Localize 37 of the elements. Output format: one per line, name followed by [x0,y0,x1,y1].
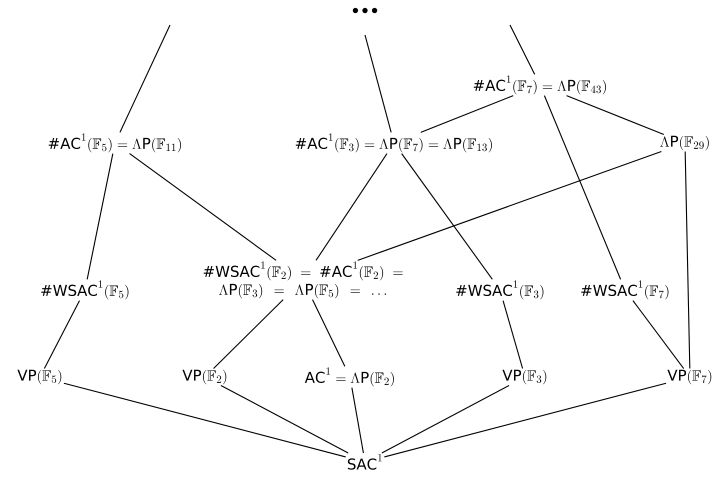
line [358,150,662,261]
line [510,24,536,75]
formula-label: $\#\mathsf{WSAC}^1(\mathbb{F}_3)$ [456,280,544,300]
line [502,300,524,369]
line [312,299,346,367]
line [316,153,388,261]
line [64,382,346,458]
formula-label: $\#\mathsf{AC}^1(\mathbb{F}_3) = \Lambda\mathsf{P}(\mathbb{F}_7) = \Lambda\mathsf{P}(\mathbb{F}_{13})$ [296,133,492,152]
line [119,24,170,133]
formula-label: $\mathsf{SAC}^1$ [348,454,382,470]
line [544,95,622,280]
formula-label: $\mathsf{AC}^1 = \Lambda\mathsf{P}(\mathbb{F}_2)$ [304,367,394,386]
formula-label: $\#\mathsf{AC}^1(\mathbb{F}_5) = \Lambda\mathsf{P}(\mathbb{F}_{11})$ [48,133,181,152]
line [44,300,80,369]
line [401,153,493,280]
line [384,382,666,458]
line [684,151,690,369]
formula-label: $\Lambda\mathsf{P}(\mathbb{F}_{29})$ [660,136,709,150]
line [129,153,276,261]
formula-label: $\#\mathsf{WSAC}^1(\mathbb{F}_5)$ [41,280,128,300]
line [364,34,392,132]
ellipsis: ••• [352,8,378,14]
line [420,95,514,133]
line [213,299,284,369]
line [220,384,348,454]
line [351,388,364,454]
line [566,95,664,136]
formula-label: $\mathsf{VP}(\mathbb{F}_5)$ [17,370,62,384]
formula-label: $\mathsf{VP}(\mathbb{F}_3)$ [502,370,546,384]
formula-label: $\#\mathsf{AC}^1(\mathbb{F}_7) = \Lambda\mathsf{P}(\mathbb{F}_{43})$ [474,75,606,94]
formula-label: $\mathsf{VP}(\mathbb{F}_2)$ [182,370,226,384]
formula-label: $\#\mathsf{WSAC}^1(\mathbb{F}_2) = \#\mathsf{AC}^1(\mathbb{F}_2) = \Lambda\mathsf{P}(\mathbb{F}_3) = \Lambda\mathsf{P}(\mathbb{F}_5) = \ldots$ [204,261,403,298]
line [86,154,114,280]
line [632,300,684,369]
formula-label: $\mathsf{VP}(\mathbb{F}_7)$ [667,370,712,384]
line [382,384,510,454]
formula-label: $\#\mathsf{WSAC}^1(\mathbb{F}_7)$ [581,280,668,300]
